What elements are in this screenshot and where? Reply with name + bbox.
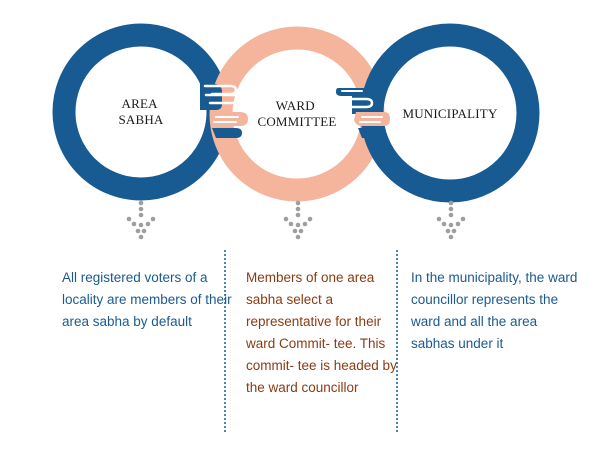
description-municipality: In the municipality, the ward councillor… [411,270,578,351]
handshake-icon [200,84,248,138]
node-label-area-sabha: AREA SABHA [118,96,163,127]
dotted-arrow-down-icon [283,200,313,240]
dotted-arrow-down-icon [436,200,466,240]
column-separator [224,250,226,432]
column-separator [396,250,398,432]
node-label-ward-committee: WARD COMMITTEE [257,98,336,129]
sabha-structure-diagram: AREA SABHA WARD COMMITTEE MUNICIPALITY [52,23,540,240]
handshake-icon [336,88,390,138]
description-ward-committee: Members of one area sabha select a repre… [246,270,397,395]
node-label-municipality: MUNICIPALITY [402,106,498,121]
dotted-arrow-down-icon [126,200,156,240]
description-area-sabha: All registered voters of a locality are … [62,270,232,329]
